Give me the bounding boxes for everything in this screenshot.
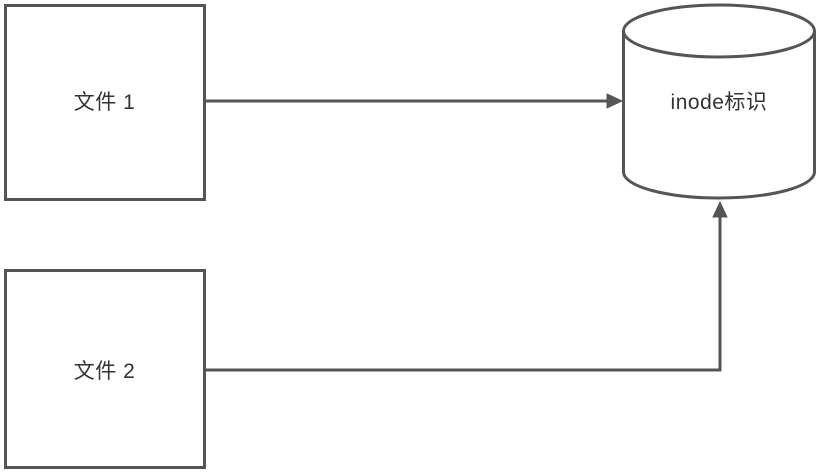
node-file2-label: 文件 2 bbox=[73, 360, 136, 383]
node-file1-label: 文件 1 bbox=[73, 91, 136, 114]
edge-file2-inode[interactable] bbox=[205, 200, 728, 372]
cylinder-top-ellipse-icon bbox=[622, 3, 816, 59]
cylinder-body-icon bbox=[622, 31, 816, 200]
node-file2-shape[interactable] bbox=[4, 269, 206, 469]
node-inode-label: inode标识 bbox=[670, 91, 768, 114]
node-inode-shape[interactable] bbox=[622, 3, 816, 200]
edge-file1-inode-arrowhead-icon bbox=[606, 93, 624, 109]
edge-file1-inode[interactable] bbox=[205, 93, 624, 109]
node-file1-shape[interactable] bbox=[4, 4, 206, 201]
edge-file2-inode-arrowhead-icon bbox=[712, 200, 728, 218]
edge-file2-inode-line bbox=[205, 217, 722, 372]
